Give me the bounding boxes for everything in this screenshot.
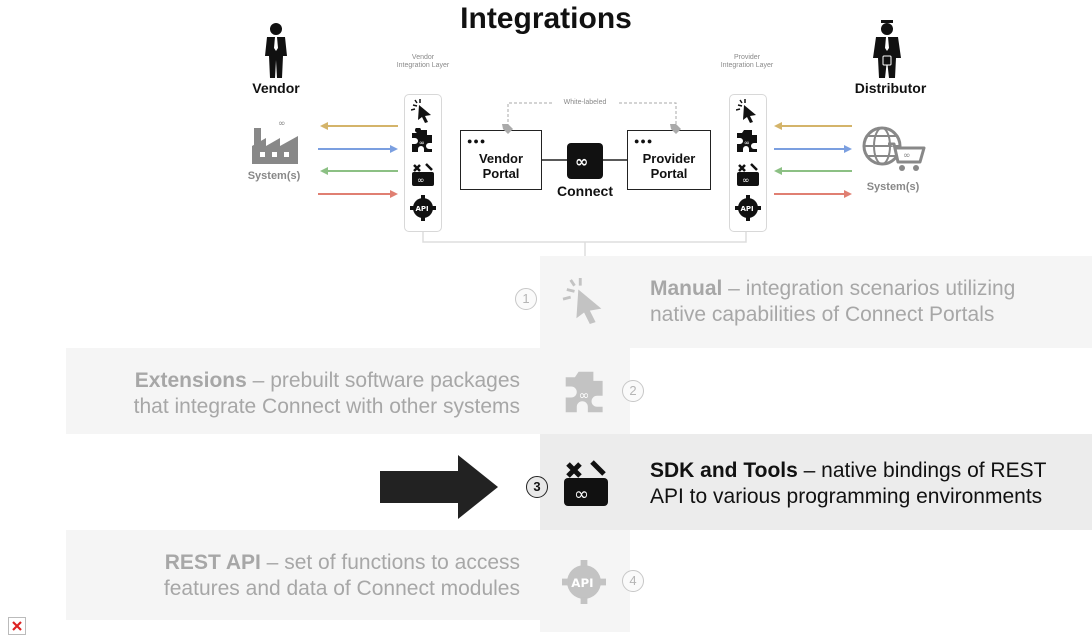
provider-portal-label: Provider Portal (642, 151, 696, 181)
vendor-person-icon (265, 23, 287, 78)
window-dots-icon: ●●● (634, 136, 654, 146)
puzzle-icon: ∞ (565, 371, 603, 413)
tag-icon (502, 124, 513, 134)
rest-api-title: REST API (164, 551, 261, 574)
manual-description: Manual – integration scenarios utilizing… (650, 277, 1016, 326)
svg-text:∞: ∞ (575, 152, 588, 171)
vendor-integration-column: ∞ ∞ API (404, 94, 442, 232)
provider-integration-layer-label: Provider Integration Layer (720, 54, 774, 69)
window-dots-icon: ●●● (467, 136, 487, 146)
svg-text:∞: ∞ (574, 484, 589, 505)
extensions-description: Extensions – prebuilt software packages … (133, 369, 520, 418)
pointer-arrow-icon (380, 455, 498, 519)
system-left-label: System(s) (247, 170, 301, 182)
distributor-person-icon (873, 20, 901, 78)
extensions-title: Extensions (134, 369, 247, 392)
toolbox-icon: ∞ (737, 163, 759, 186)
vendor-integration-layer-label: Vendor Integration Layer (396, 54, 450, 69)
connect-logo-icon: ∞ (567, 143, 603, 179)
api-gear-icon: API (562, 560, 606, 604)
step-number-4: 4 (622, 570, 644, 592)
vendor-label: Vendor (252, 80, 300, 96)
extensions-band (66, 348, 540, 434)
page-title: Integrations (460, 2, 632, 35)
sdk-description: SDK and Tools – native bindings of REST … (650, 459, 1047, 508)
distributor-label: Distributor (854, 80, 927, 96)
puzzle-icon: ∞ (412, 128, 432, 152)
system-right-label: System(s) (866, 181, 920, 193)
step-number-1: 1 (515, 288, 537, 310)
step-number-3: 3 (526, 476, 548, 498)
cursor-click-icon (562, 278, 602, 324)
svg-text:∞: ∞ (278, 120, 286, 129)
svg-text:∞: ∞ (417, 176, 425, 186)
manual-title: Manual (650, 277, 723, 300)
cursor-click-icon (736, 99, 756, 123)
svg-text:API: API (416, 205, 429, 213)
rest-api-band (66, 530, 540, 620)
tag-icon (670, 124, 681, 134)
svg-text:∞: ∞ (742, 176, 750, 186)
cursor-click-icon (411, 99, 431, 123)
puzzle-icon: ∞ (737, 130, 757, 152)
provider-portal: ●●● Provider Portal (627, 130, 711, 190)
api-gear-icon: API (410, 195, 436, 221)
svg-text:∞: ∞ (744, 139, 750, 147)
broken-image-icon (8, 617, 26, 635)
toolbox-icon: ∞ (564, 460, 608, 506)
vendor-portal-label: Vendor Portal (478, 151, 524, 181)
step-number-2: 2 (622, 380, 644, 402)
svg-text:∞: ∞ (903, 151, 911, 161)
svg-text:∞: ∞ (419, 139, 425, 147)
provider-integration-column: ∞ ∞ API (729, 94, 767, 232)
toolbox-icon: ∞ (412, 163, 434, 186)
svg-text:∞: ∞ (579, 388, 590, 403)
connect-label: Connect (557, 183, 613, 199)
manual-band (630, 256, 1092, 348)
white-labeled-label: White-labeled (552, 99, 618, 107)
svg-text:API: API (571, 576, 593, 590)
svg-text:API: API (741, 205, 754, 213)
sdk-title: SDK and Tools (650, 459, 798, 482)
factory-icon: ∞ (252, 120, 298, 164)
vendor-portal: ●●● Vendor Portal (460, 130, 542, 190)
sdk-band (540, 434, 1092, 530)
rest-api-description: REST API – set of functions to access fe… (163, 551, 520, 600)
globe-cart-icon: ∞ (862, 126, 926, 171)
api-gear-icon: API (735, 195, 761, 221)
